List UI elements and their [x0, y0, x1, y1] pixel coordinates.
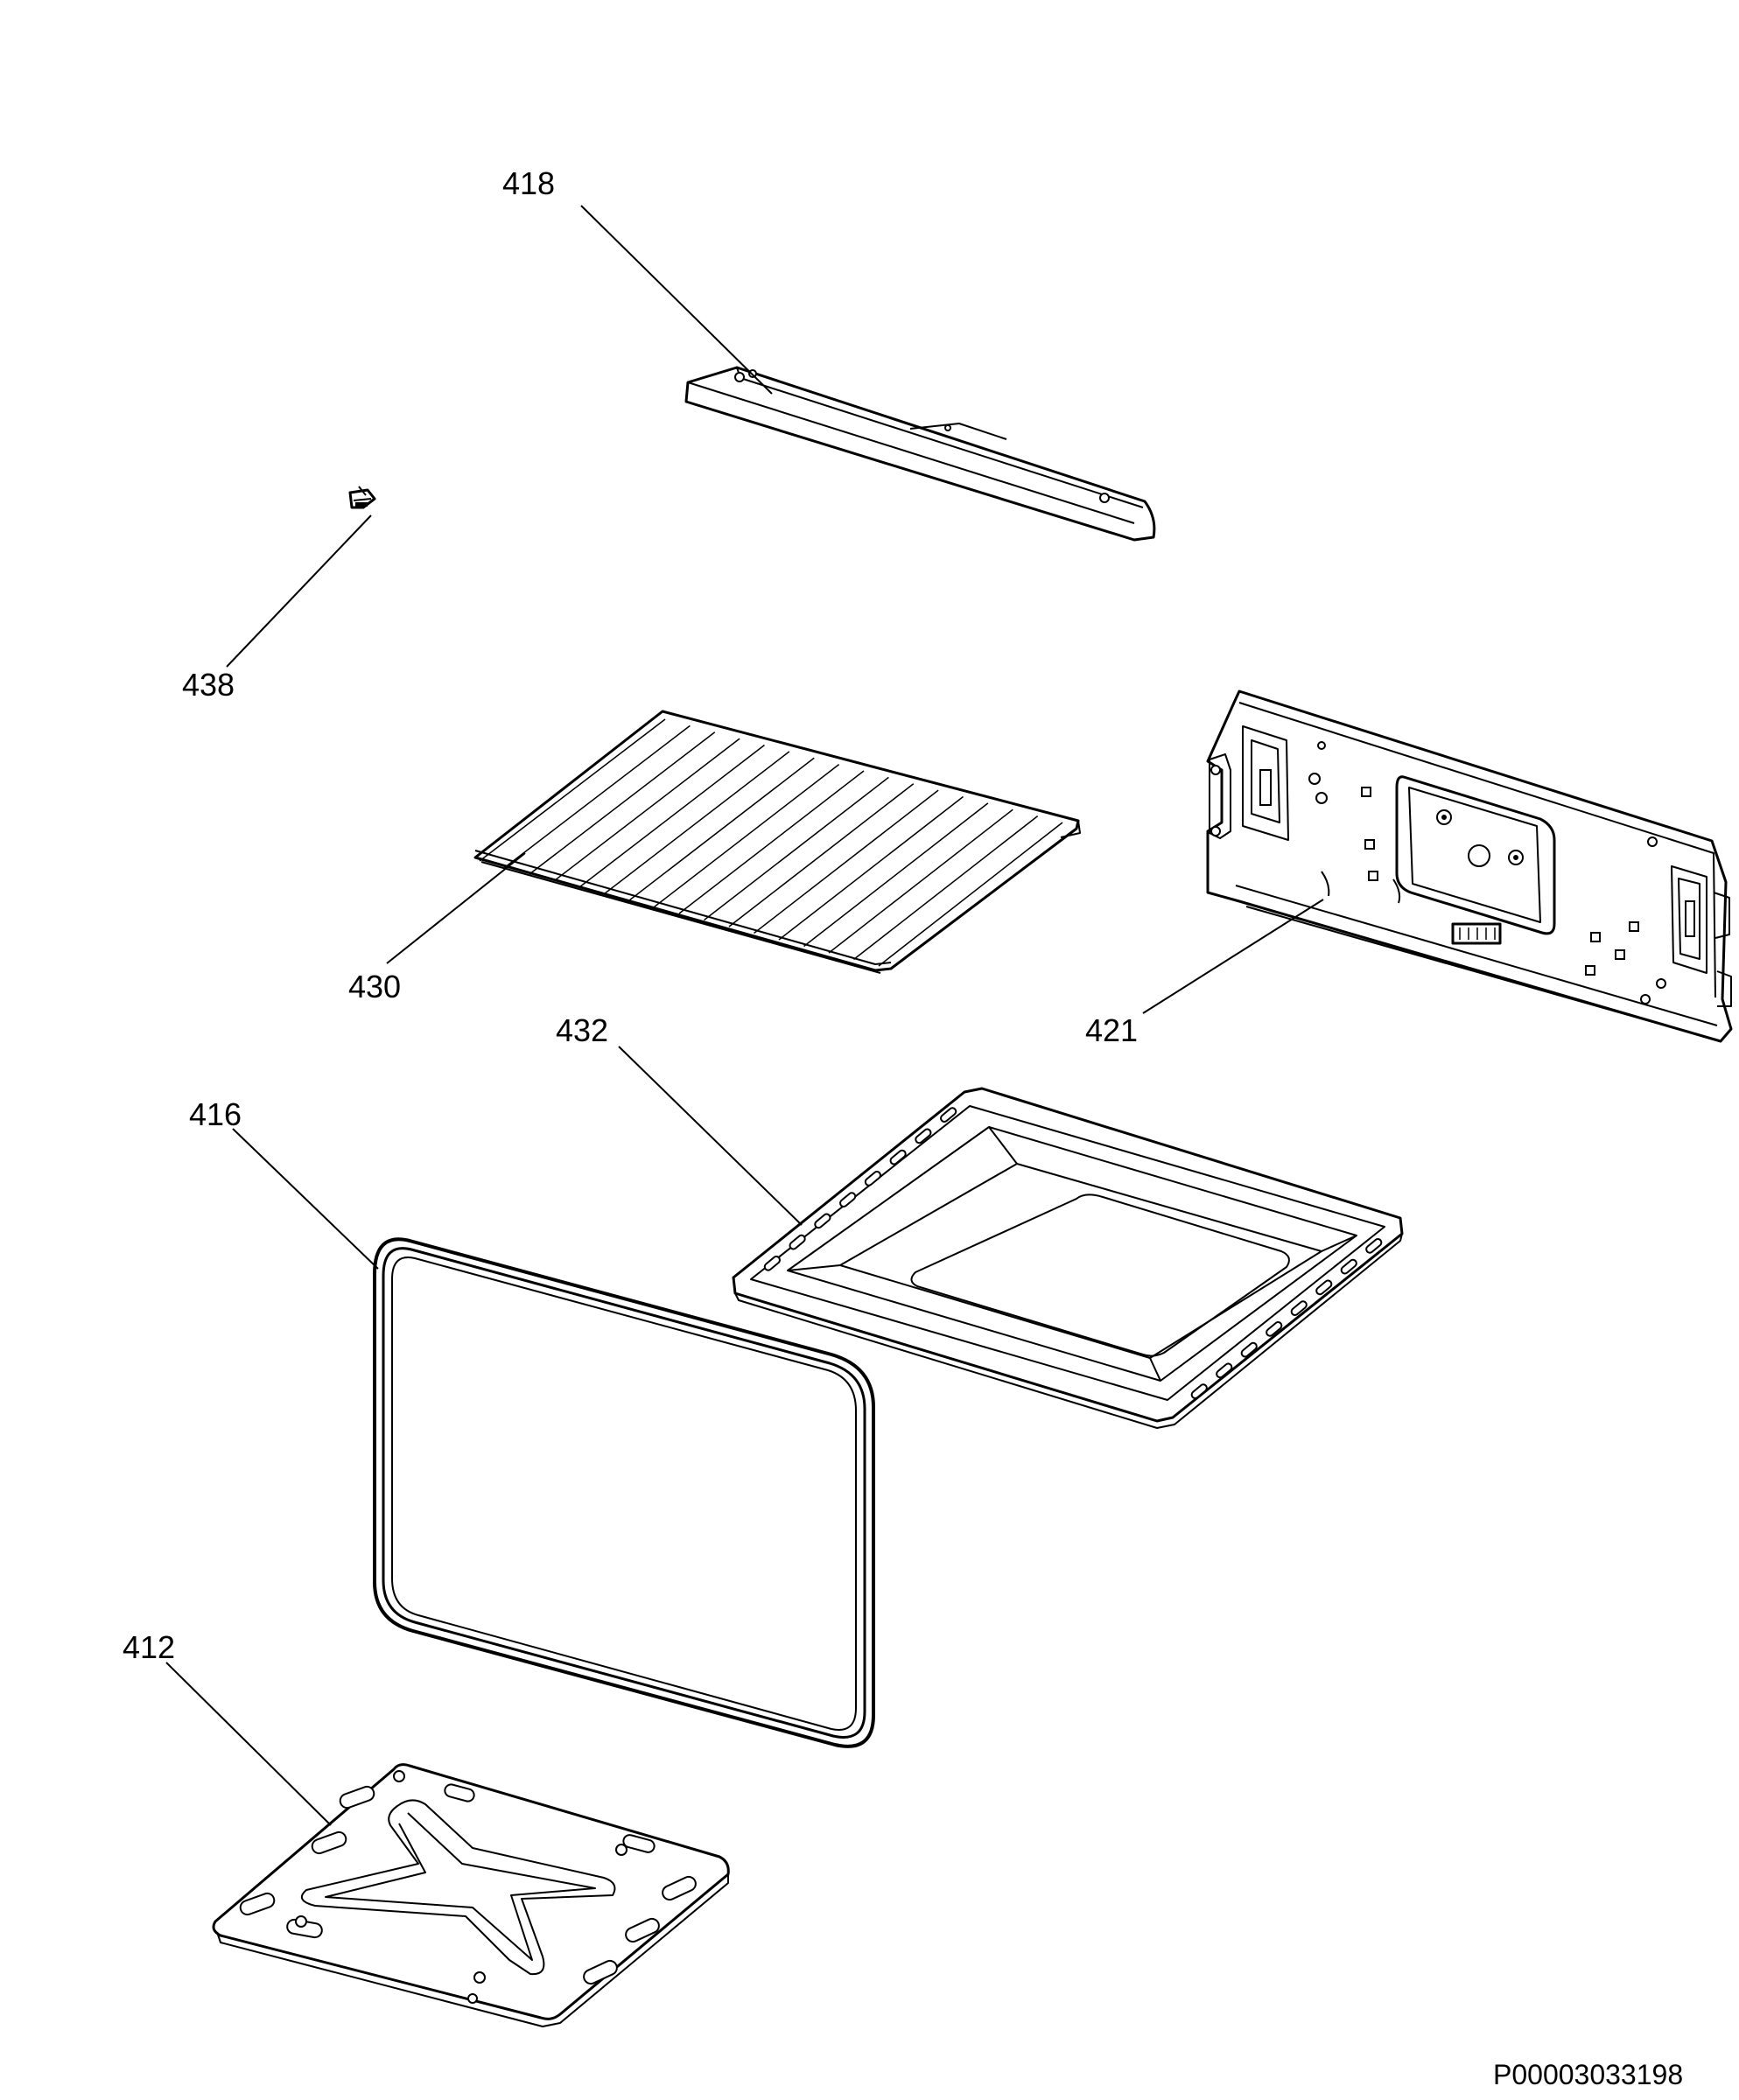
part-430-wire-shelf — [473, 710, 1081, 974]
callout-421: 421 — [1085, 1012, 1138, 1048]
leader-416 — [232, 1128, 379, 1270]
leader-421 — [1142, 899, 1324, 1014]
leader-432 — [618, 1046, 803, 1226]
shelf-wire — [754, 789, 939, 934]
callout-418: 418 — [502, 165, 555, 201]
tray-slot — [1365, 1238, 1383, 1254]
tray-slot — [814, 1213, 831, 1229]
leader-438 — [226, 514, 372, 668]
tray-slot — [940, 1107, 957, 1123]
callout-432: 432 — [556, 1012, 608, 1048]
tray-slot — [915, 1128, 932, 1144]
shelf-wire — [878, 822, 1063, 967]
part-432-baking-tray — [732, 1087, 1404, 1429]
shelf-wire — [554, 738, 740, 882]
part-412-base-plate — [212, 1763, 730, 2027]
part-416-gasket — [373, 1237, 875, 1748]
tray-slot — [1290, 1300, 1308, 1316]
tray-slot — [1240, 1341, 1258, 1358]
shelf-wire — [504, 724, 691, 869]
tray-slot — [1315, 1279, 1333, 1296]
part-421-back-panel — [1206, 690, 1733, 1043]
callout-438: 438 — [182, 667, 235, 703]
tray-slot — [1190, 1383, 1208, 1399]
leader-430 — [386, 852, 526, 964]
tray-slots — [763, 1107, 1383, 1399]
callout-416: 416 — [189, 1096, 242, 1132]
shelf-wire — [628, 757, 815, 901]
shelf-wire — [654, 764, 840, 908]
shelf-wire — [778, 795, 964, 941]
tray-slot — [1340, 1258, 1357, 1275]
shelf-wire — [529, 732, 716, 875]
shelf-wire — [803, 802, 989, 948]
shelf-wire — [479, 718, 666, 862]
leader-418 — [580, 205, 773, 395]
shelf-wire — [728, 783, 915, 928]
tray-slot — [889, 1149, 907, 1166]
tray-slot — [839, 1192, 857, 1208]
callout-412: 412 — [123, 1629, 175, 1665]
tray-slot — [1266, 1321, 1283, 1337]
tray-slot — [864, 1171, 881, 1186]
shelf-wire — [578, 744, 765, 888]
tray-slot — [789, 1234, 806, 1250]
shelf-wire — [604, 751, 790, 895]
shelf-wire — [853, 816, 1039, 961]
tray-slot — [763, 1256, 781, 1271]
part-438-clip — [348, 486, 376, 509]
shelf-wire — [828, 808, 1013, 954]
drawing-code: P00003033198 — [1493, 2059, 1683, 2090]
shelf-wire — [704, 776, 889, 921]
callout-430: 430 — [348, 969, 401, 1004]
part-418-trim-strip — [684, 366, 1156, 542]
shelf-wire — [678, 770, 865, 914]
shelf-wires — [479, 718, 1063, 967]
leader-412 — [165, 1662, 332, 1826]
tray-slot — [1216, 1362, 1233, 1379]
